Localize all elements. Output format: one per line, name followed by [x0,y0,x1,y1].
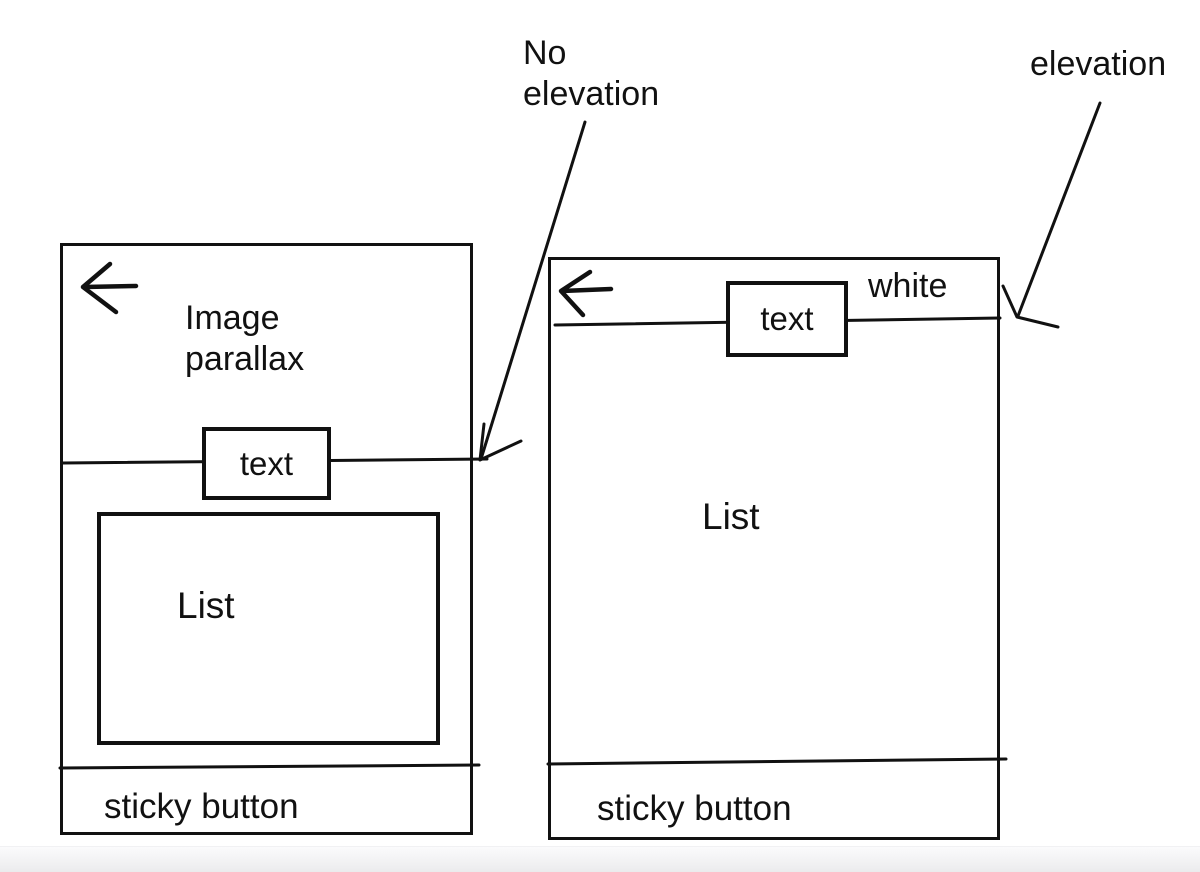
left-list-label: List [177,585,235,626]
right-text-chip-label: text [760,300,814,337]
right-text-chip: text [726,281,848,357]
annotation-elevation: elevation [1030,45,1167,83]
phone-frame-left [60,243,473,835]
left-sticky-button-label: sticky button [104,787,299,826]
left-text-chip: text [202,427,331,500]
right-sticky-button-label: sticky button [597,789,792,828]
right-list-label: List [702,496,760,537]
left-text-chip-label: text [239,444,294,482]
phone-frame-right [548,257,1000,840]
right-white-label: white [868,267,948,305]
left-list-placeholder [97,512,440,745]
annotation-no-elevation: No elevation [523,34,660,113]
elevation-leader-arrow [1001,101,1102,329]
left-header-title: Image parallax [185,299,305,378]
footer-strip [0,846,1200,872]
